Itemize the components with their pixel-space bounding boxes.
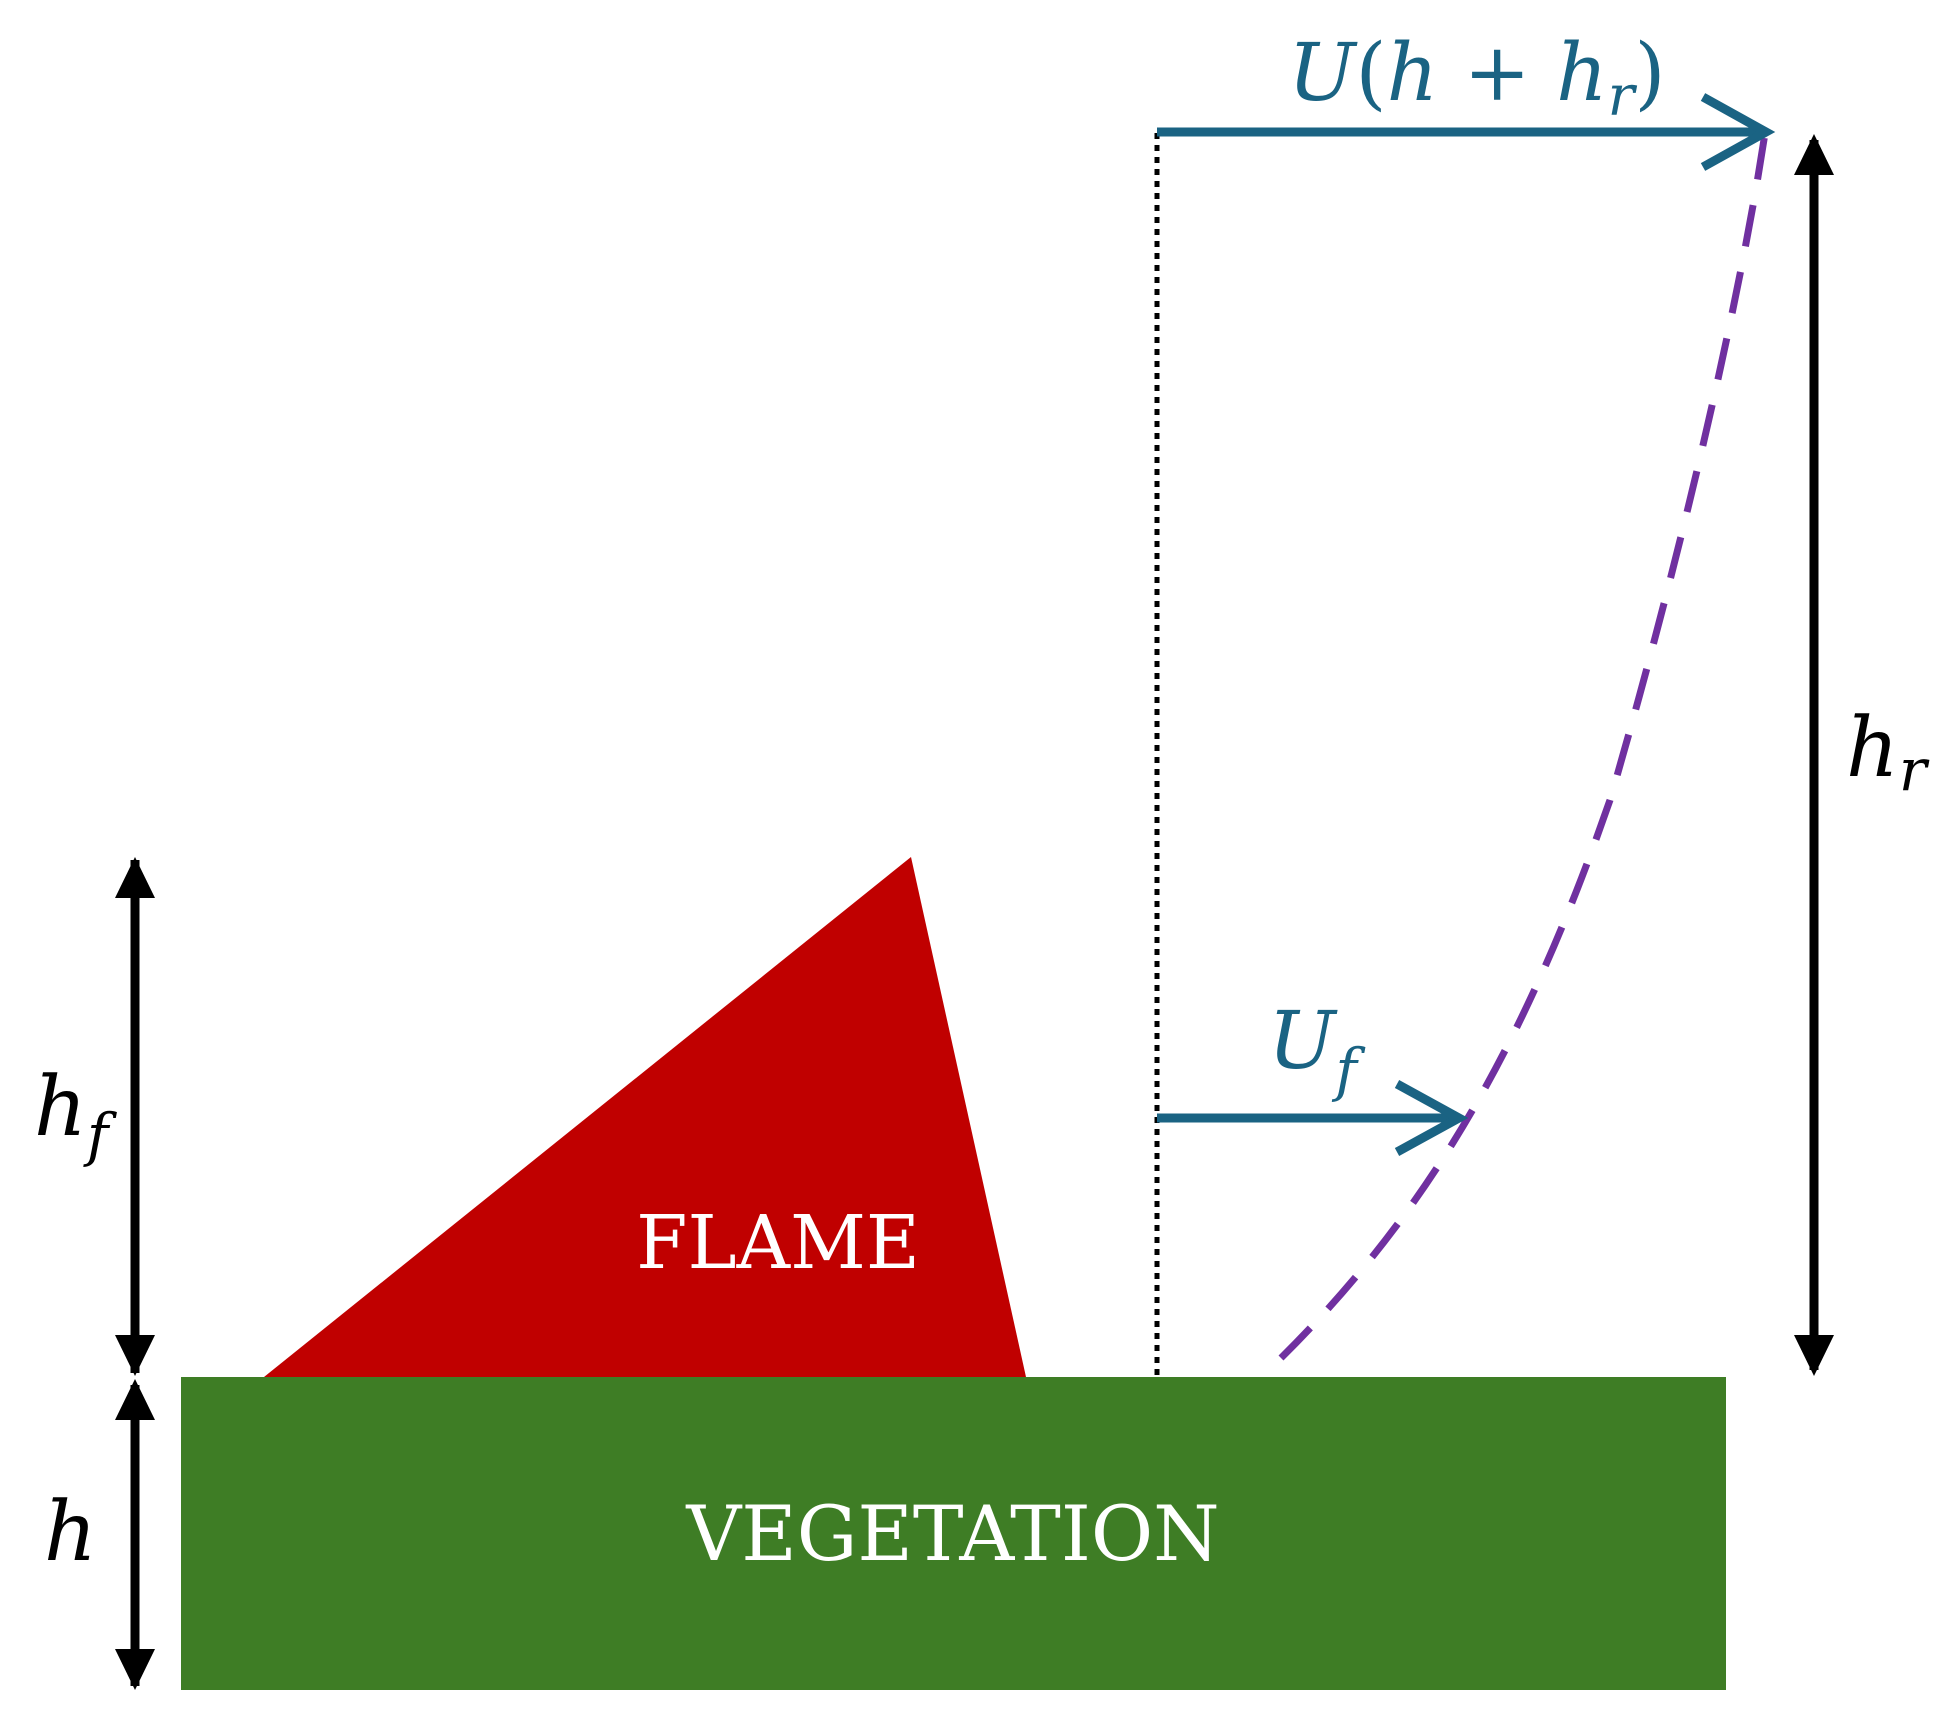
- vegetation-label: VEGETATION: [685, 1489, 1219, 1578]
- top-wind-arrow: [1157, 93, 1776, 171]
- wind-profile-curve: [1278, 132, 1769, 1361]
- flame-wind-arrow: [1157, 1080, 1469, 1156]
- flame-height-label: hf: [34, 1060, 118, 1169]
- reference-height-label: hr: [1846, 701, 1930, 804]
- vegetation-block: [181, 1377, 1726, 1690]
- flame-label: FLAME: [636, 1200, 920, 1286]
- top-wind-label: U(h + hr): [1288, 26, 1666, 129]
- flame-wind-label: Uf: [1268, 994, 1366, 1104]
- vegetation-height-dimension: [115, 1379, 155, 1690]
- flame-height-dimension: [115, 857, 155, 1376]
- vegetation-height-label: h: [44, 1485, 97, 1580]
- reference-height-dimension: [1794, 134, 1834, 1376]
- flame-triangle: [264, 857, 1026, 1377]
